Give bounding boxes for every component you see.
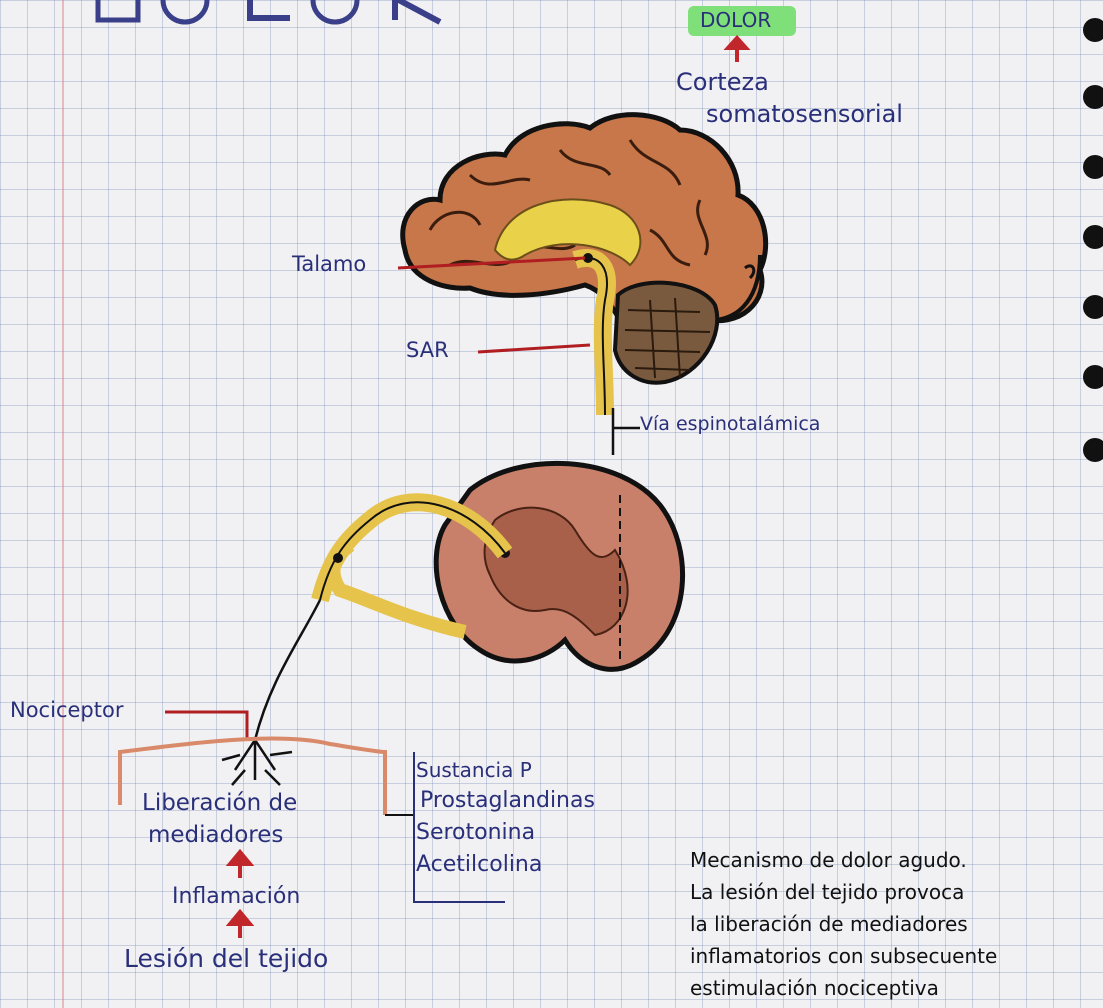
dolor-label: DOLOR (700, 8, 771, 32)
sar-label: SAR (406, 338, 449, 362)
mediador-item: Acetilcolina (416, 852, 542, 877)
nerve-ending-icon (222, 740, 292, 785)
liberacion-label-line1: Liberación de (142, 790, 297, 816)
mediador-item: Sustancia P (416, 758, 532, 782)
nociceptor-pointer (165, 712, 247, 738)
liberacion-label-line2: mediadores (148, 822, 283, 848)
mediador-item: Serotonina (416, 820, 535, 845)
nota-line: estimulación nociceptiva (690, 976, 939, 1000)
nota-line: La lesión del tejido provoca (690, 880, 964, 904)
lesion-label: Lesión del tejido (124, 944, 328, 973)
somatosensorial-label: somatosensorial (706, 100, 903, 128)
up-arrow-icon (230, 852, 250, 878)
corteza-label: Corteza (676, 68, 769, 96)
nociceptor-label: Nociceptor (10, 698, 123, 722)
page-title-art (98, 0, 440, 22)
up-arrow-icon (728, 38, 746, 62)
nota-line: la liberación de mediadores (690, 912, 968, 936)
mediador-item: Prostaglandinas (420, 788, 595, 813)
nota-line: inflamatorios con subsecuente (690, 944, 997, 968)
inflamacion-label: Inflamación (172, 884, 300, 909)
nota-line: Mecanismo de dolor agudo. (690, 848, 967, 872)
talamo-label: Talamo (292, 252, 366, 276)
via-espinotalamica-label: Vía espinotalámica (640, 413, 820, 435)
spinal-cord-drawing (436, 463, 682, 669)
via-pointer (613, 408, 640, 455)
up-arrow-icon (230, 912, 250, 938)
sar-pointer (478, 345, 590, 352)
